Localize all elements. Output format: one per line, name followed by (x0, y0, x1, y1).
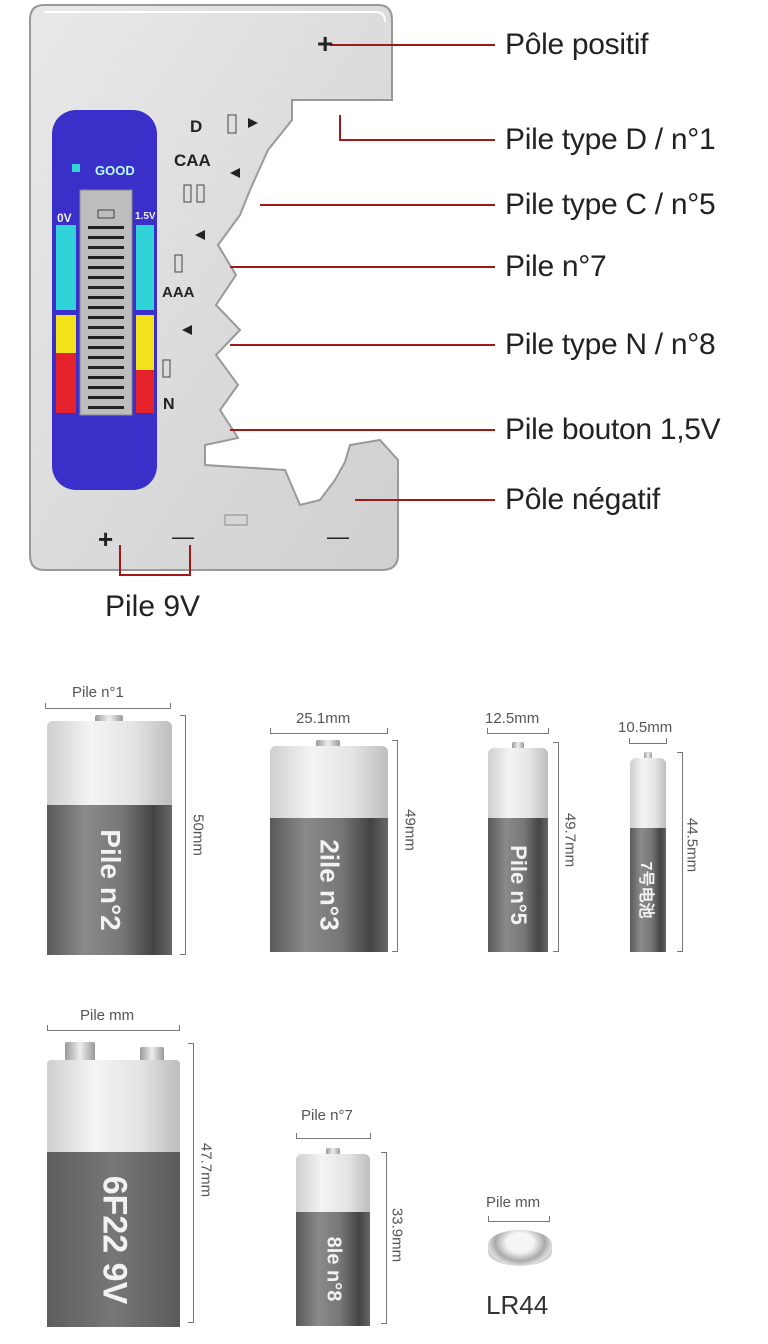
level-bar (88, 296, 124, 299)
level-bar (88, 336, 124, 339)
callout-lines (119, 44, 495, 576)
battery-1-height-label: 50mm (189, 814, 207, 856)
battery-2-width-label: 25.1mm (296, 710, 351, 727)
battery-5-height-label: 47.7mm (197, 1142, 215, 1198)
battery-3-height-label: 49.7mm (561, 812, 579, 868)
width-bracket (296, 1133, 371, 1139)
level-bar (88, 346, 124, 349)
battery-d: Pile n°2 (47, 715, 172, 955)
slot-label-d: D (190, 117, 203, 136)
nine-volt-minus-sign: — (172, 524, 194, 549)
height-bracket (381, 1152, 387, 1324)
level-bar (88, 246, 124, 249)
positive-terminal-sign: + (317, 28, 334, 59)
callout-button-cell: Pile bouton 1,5V (505, 413, 721, 446)
height-bracket (677, 752, 683, 952)
height-bracket (188, 1043, 194, 1323)
battery-3-width-label: 12.5mm (485, 710, 540, 727)
battery-1-width-label: Pile n°1 (72, 684, 124, 701)
width-bracket (45, 703, 171, 709)
level-bars (88, 226, 124, 409)
battery-7-width-label: Pile mm (486, 1194, 541, 1211)
level-bar (88, 316, 124, 319)
battery-5-text: 6F22 9V (95, 1175, 133, 1304)
battery-6-text: 8le n°8 (322, 1236, 345, 1302)
slot-label-caa: CAA (174, 151, 211, 170)
width-bracket (47, 1025, 180, 1031)
level-bar (88, 236, 124, 239)
level-bar (88, 306, 124, 309)
battery-lr44 (488, 1230, 552, 1266)
height-bracket (392, 740, 398, 952)
scale-left-top: 0V (57, 211, 72, 225)
callout-type-d: Pile type D / n°1 (505, 123, 716, 156)
level-bar (88, 226, 124, 229)
level-bar (88, 406, 124, 409)
level-bar (88, 256, 124, 259)
height-bracket (553, 742, 559, 952)
level-bar (88, 386, 124, 389)
level-bar (88, 266, 124, 269)
level-bar (88, 286, 124, 289)
battery-1-text: Pile n°2 (94, 829, 126, 931)
battery-3-text: Pile n°5 (506, 845, 531, 925)
callout-n7: Pile n°7 (505, 250, 607, 283)
battery-c: 2ile n°3 (270, 740, 388, 952)
battery-7-name: LR44 (486, 1290, 549, 1320)
battery-4-height-label: 44.5mm (683, 817, 701, 873)
width-bracket (629, 738, 667, 744)
level-bar (88, 376, 124, 379)
battery-aa: Pile n°5 (488, 742, 548, 952)
battery-6-width-label: Pile n°7 (301, 1107, 353, 1124)
battery-9v: 6F22 9V (47, 1042, 180, 1327)
slot-label-n: N (163, 396, 175, 413)
callout-type-n: Pile type N / n°8 (505, 328, 716, 361)
level-bar (88, 276, 124, 279)
width-bracket (270, 728, 388, 734)
nine-volt-label: Pile 9V (105, 590, 201, 623)
battery-tester (29, 4, 495, 576)
level-bar (88, 396, 124, 399)
battery-4-width-label: 10.5mm (618, 719, 673, 736)
battery-2-text: 2ile n°3 (314, 839, 345, 931)
nine-volt-plus-sign: + (98, 524, 114, 554)
level-bar (88, 366, 124, 369)
battery-5-width-label: Pile mm (80, 1007, 135, 1024)
scale-right-top: 1.5V (135, 211, 156, 222)
battery-aaa: 7号电池 (630, 752, 666, 952)
width-bracket (487, 728, 549, 734)
level-bar (88, 356, 124, 359)
height-bracket (180, 715, 186, 955)
callout-positive-pole: Pôle positif (505, 28, 649, 61)
good-label: GOOD (95, 163, 135, 178)
level-bar (88, 326, 124, 329)
callout-negative-pole: Pôle négatif (505, 483, 660, 516)
battery-6-height-label: 33.9mm (388, 1207, 406, 1263)
negative-terminal-sign: — (327, 524, 349, 549)
battery-n: 8le n°8 (296, 1148, 370, 1326)
width-bracket (488, 1216, 550, 1222)
battery-2-height-label: 49mm (401, 809, 419, 851)
slot-label-aaa: AAA (162, 284, 195, 301)
callout-type-c: Pile type C / n°5 (505, 188, 716, 221)
battery-4-text: 7号电池 (637, 861, 654, 919)
